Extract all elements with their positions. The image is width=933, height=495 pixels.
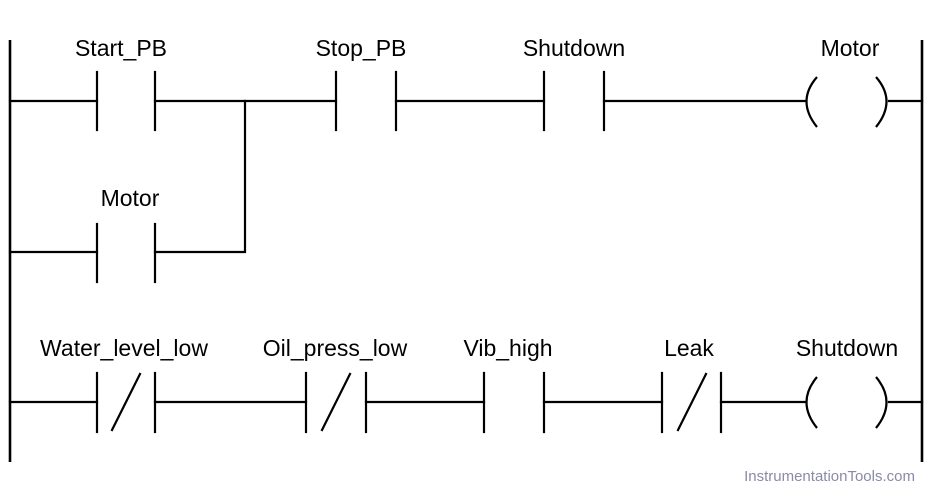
contact-motor-seal-in: Motor: [95, 185, 160, 284]
contact-label-leak: Leak: [664, 335, 714, 361]
coil-shutdown: Shutdown: [796, 335, 898, 429]
coil-label-shutdown: Shutdown: [796, 335, 898, 361]
contact-water-level-low: Water_level_low: [40, 335, 208, 434]
contact-label-vib-high: Vib_high: [463, 335, 552, 361]
contact-shutdown: Shutdown: [523, 35, 625, 132]
contact-leak: Leak: [660, 335, 723, 434]
contact-label-start-pb: Start_PB: [75, 35, 167, 61]
contact-label-shutdown: Shutdown: [523, 35, 625, 61]
contact-oil-press-low: Oil_press_low: [263, 335, 408, 434]
contact-vib-high: Vib_high: [463, 335, 553, 434]
watermark: InstrumentationTools.com: [744, 468, 915, 485]
contact-label-stop-pb: Stop_PB: [316, 35, 407, 61]
rung-2: Water_level_low Oil_press_low Vib_high L…: [8, 335, 924, 434]
branch-wire: [153, 99, 247, 254]
contact-label-oil-press-low: Oil_press_low: [263, 335, 408, 361]
contact-label-water-level-low: Water_level_low: [40, 335, 208, 361]
contact-start-pb: Start_PB: [75, 35, 167, 132]
contact-stop-pb: Stop_PB: [316, 35, 407, 132]
rung-1: Start_PB Stop_PB Shutdown Motor Motor: [8, 35, 924, 284]
coil-label-motor: Motor: [821, 35, 880, 61]
contact-label-motor: Motor: [101, 185, 160, 211]
coil-motor: Motor: [805, 35, 888, 128]
